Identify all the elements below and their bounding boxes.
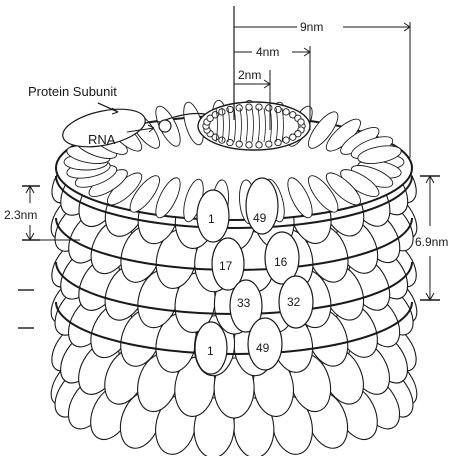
subunit-number: 16 <box>274 255 288 269</box>
rna-bead <box>266 105 272 111</box>
dimension-4nm-label: 4nm <box>256 45 279 59</box>
rna-bead <box>227 139 233 145</box>
rna-bead <box>246 142 252 148</box>
subunit-number: 49 <box>253 211 267 225</box>
subunit-number: 32 <box>287 295 301 309</box>
rna-bead <box>298 119 304 125</box>
rna-bead <box>256 142 262 148</box>
rna-bead <box>283 137 289 143</box>
subunit-number: 1 <box>207 344 214 358</box>
central-channel <box>198 102 310 150</box>
protein-subunit-label: Protein Subunit <box>28 84 117 99</box>
subunit-number: 17 <box>219 259 233 273</box>
rna-bead <box>256 104 262 110</box>
rna-bead <box>236 105 242 111</box>
rna-bead <box>283 109 289 115</box>
rna-bead <box>236 141 242 147</box>
rna-bead <box>246 104 252 110</box>
subunit-number: 49 <box>256 341 270 355</box>
rna-bead <box>275 106 281 112</box>
dimension-9nm-label: 9nm <box>300 20 323 34</box>
subunit-number: 1 <box>208 212 215 226</box>
subunit-outline <box>246 178 278 234</box>
rna-bead <box>275 139 281 145</box>
dimension-2-3nm-label: 2.3nm <box>4 208 37 222</box>
rna-bead <box>290 134 296 140</box>
rna-bead <box>159 120 171 132</box>
rna-bead <box>266 141 272 147</box>
rna-bead <box>227 106 233 112</box>
rna-label: RNA <box>88 132 116 147</box>
dimension-6-9nm-label: 6.9nm <box>415 235 448 249</box>
subunit-number: 33 <box>237 296 251 310</box>
dimension-2nm-label: 2nm <box>238 68 261 82</box>
